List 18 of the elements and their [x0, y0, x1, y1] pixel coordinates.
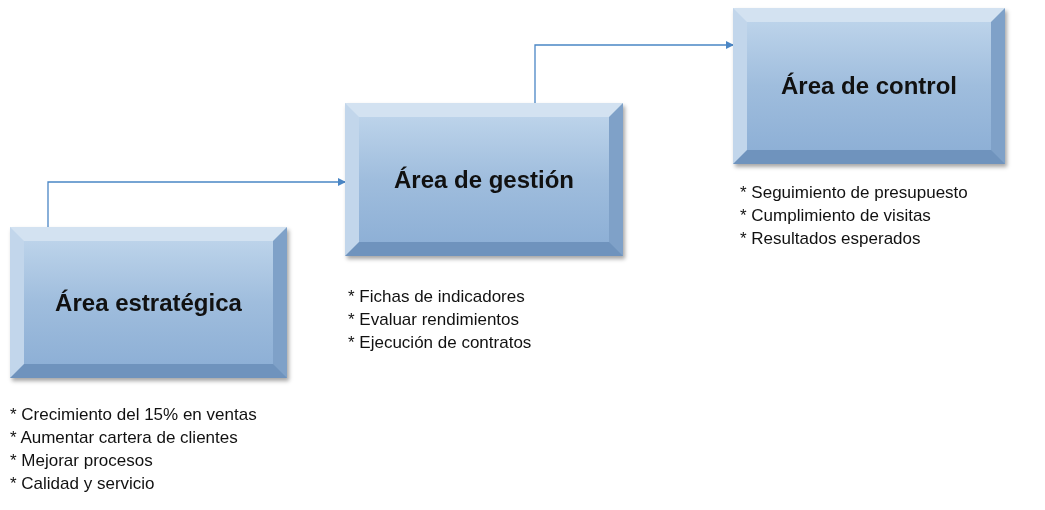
box-title: Área de gestión	[393, 165, 574, 194]
bullet-text: * Calidad y servicio	[10, 473, 156, 495]
bullet-text: * Resultados esperados	[740, 228, 922, 250]
bullet-text: * Seguimiento de presupuesto	[740, 182, 968, 204]
bullet-text: * Fichas de indicadores	[348, 286, 526, 308]
connector-arrow	[47, 178, 346, 228]
bullet-text: * Cumplimiento de visitas	[740, 205, 932, 227]
bullet-text: * Evaluar rendimientos	[348, 309, 521, 331]
bevel-box	[345, 103, 623, 256]
bullet-text: * Crecimiento del 15% en ventas	[10, 404, 257, 426]
connector-arrow	[534, 41, 734, 104]
box-title: Área de control	[780, 72, 957, 100]
box-title: Área estratégica	[55, 288, 242, 317]
bullet-text: * Ejecución de contratos	[348, 332, 532, 354]
bullet-text: * Aumentar cartera de clientes	[10, 427, 239, 449]
bevel-box	[10, 227, 287, 378]
bevel-box	[733, 8, 1005, 164]
bullet-text: * Mejorar procesos	[10, 450, 154, 472]
